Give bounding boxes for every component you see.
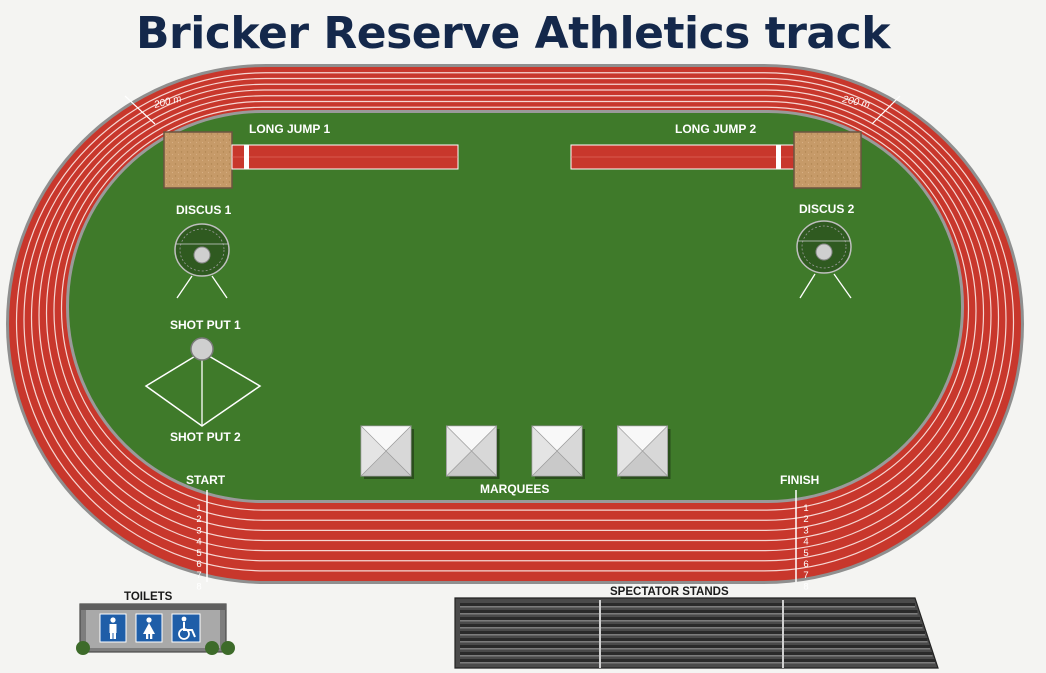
marquee-tent-4 — [616, 425, 671, 479]
accessible-toilet-icon — [171, 613, 201, 643]
start-lane-8: 8 — [196, 581, 201, 592]
male-toilet-icon — [99, 613, 127, 643]
discus-1-label: DISCUS 1 — [176, 203, 232, 217]
shot-put-area — [144, 337, 262, 427]
finish-lane-8: 8 — [803, 581, 808, 592]
female-toilet-icon — [135, 613, 163, 643]
lane-line-4 — [38, 89, 992, 542]
toilets-label: TOILETS — [124, 591, 173, 603]
finish-label: FINISH — [780, 473, 819, 487]
lane-line-1 — [15, 72, 1015, 572]
map-title: Bricker Reserve Athletics track — [136, 8, 890, 59]
infield-grass — [69, 113, 961, 500]
long-jump-1-label: LONG JUMP 1 — [249, 122, 330, 136]
finish-lane-2: 2 — [803, 514, 808, 525]
discus-cage-2 — [796, 220, 852, 299]
marker-200m-right-line — [871, 95, 901, 125]
toilet-block — [76, 603, 235, 655]
shot-put-circle — [190, 337, 214, 361]
sand-pit-2 — [793, 131, 862, 189]
discus-circle-1 — [193, 246, 211, 264]
start-lane-5: 5 — [196, 548, 201, 559]
start-lane-7: 7 — [196, 570, 201, 581]
long-jump-2-label: LONG JUMP 2 — [675, 122, 756, 136]
finish-lane-6: 6 — [803, 559, 808, 570]
takeoff-board-1 — [244, 145, 249, 169]
spectator-stands-label: SPECTATOR STANDS — [610, 586, 729, 598]
lane-line-5 — [45, 95, 985, 531]
lane-lines — [15, 72, 1015, 572]
lane-line-2 — [23, 77, 1007, 562]
discus-circle-2 — [815, 243, 833, 261]
discus-2-label: DISCUS 2 — [799, 202, 855, 216]
marquees-label: MARQUEES — [480, 482, 549, 496]
shot-put-2-label: SHOT PUT 2 — [170, 430, 241, 444]
finish-lane-4: 4 — [803, 537, 808, 548]
spectator-stands — [454, 597, 939, 669]
start-label: START — [186, 473, 226, 487]
discus-cage-1 — [174, 223, 230, 299]
shot-put-1-label: SHOT PUT 1 — [170, 318, 241, 332]
start-lane-1: 1 — [196, 503, 201, 514]
marker-200m-left-line — [124, 95, 156, 125]
marquee-tent-3 — [531, 425, 585, 479]
start-lane-6: 6 — [196, 559, 201, 570]
takeoff-board-2 — [776, 145, 781, 169]
start-lane-4: 4 — [196, 537, 201, 548]
finish-lane-5: 5 — [803, 548, 808, 559]
marquee-tent-2 — [445, 425, 500, 479]
long-jump-2 — [570, 131, 862, 189]
marquee-tent-1 — [360, 425, 414, 479]
marquees-group — [360, 425, 671, 479]
finish-lane-1: 1 — [803, 503, 808, 514]
start-lane-3: 3 — [196, 525, 201, 536]
lane-line-7 — [60, 106, 970, 511]
lane-line-6 — [53, 100, 977, 521]
lane-line-3 — [30, 83, 1000, 552]
long-jump-1 — [163, 131, 459, 189]
finish-lane-7: 7 — [803, 570, 808, 581]
finish-lane-3: 3 — [803, 525, 808, 536]
start-lane-2: 2 — [196, 514, 201, 525]
sand-pit-1 — [163, 131, 233, 189]
